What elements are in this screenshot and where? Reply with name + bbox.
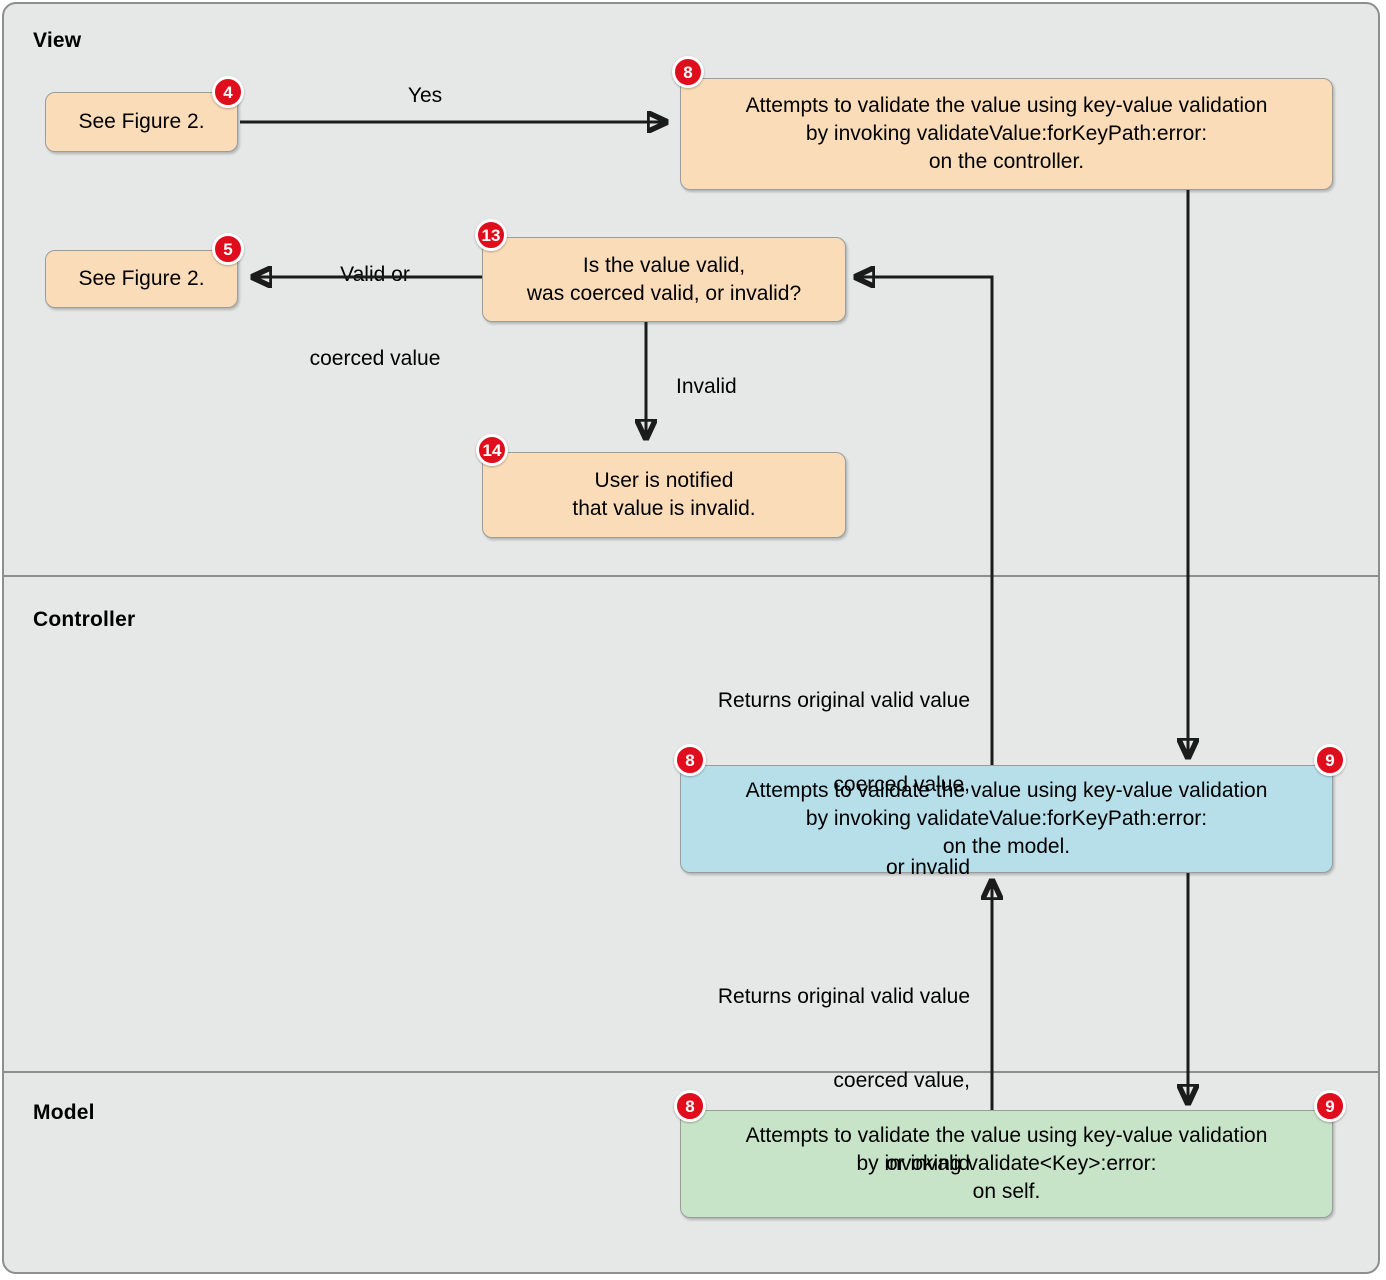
badge-13: 13 [475,219,507,251]
node-controller-validate-line-3: on the model. [942,834,1071,858]
node-controller-validate-line-1: Attempts to validate the value using key… [745,779,1268,803]
edge-label-returns-controller-to-view-line-2: coerced value, [833,772,970,796]
node-model-validate-line-2: by invoking validate<Key>:error: [856,1152,1157,1176]
node-view-validate[interactable]: Attempts to validate the value using key… [680,78,1333,190]
node-is-value-valid[interactable]: Is the value valid, was coerced valid, o… [482,237,846,322]
badge-8-view: 8 [672,56,704,88]
node-see-figure-2-top-line-1: See Figure 2. [78,110,205,134]
node-user-notified[interactable]: User is notified that value is invalid. [482,452,846,538]
node-model-validate-line-1: Attempts to validate the value using key… [745,1124,1268,1148]
node-view-validate-line-2: by invoking validateValue:forKeyPath:err… [805,122,1208,146]
node-see-figure-2-top[interactable]: See Figure 2. [45,92,238,152]
edge-label-returns-model-to-controller-line-1: Returns original valid value [717,984,970,1008]
lane-label-model: Model [33,1101,95,1124]
node-see-figure-2-bottom[interactable]: See Figure 2. [45,250,238,308]
badge-8-model: 8 [674,1090,706,1122]
badge-5: 5 [212,233,244,265]
node-model-validate[interactable]: Attempts to validate the value using key… [680,1110,1333,1218]
edge-label-returns-controller-to-view-line-3: or invalid [885,856,970,880]
badge-4: 4 [212,76,244,108]
node-user-notified-line-1: User is notified [594,469,734,493]
node-is-value-valid-line-1: Is the value valid, [582,253,746,277]
node-controller-validate[interactable]: Attempts to validate the value using key… [680,765,1333,873]
lane-divider-controller-model [2,1071,1380,1073]
node-model-validate-line-3: on self. [972,1179,1041,1203]
node-view-validate-line-3: on the controller. [928,149,1085,173]
node-is-value-valid-line-2: was coerced valid, or invalid? [526,281,802,305]
lane-label-controller: Controller [33,608,136,631]
edge-label-returns-model-to-controller-line-2: coerced value, [833,1068,970,1092]
node-see-figure-2-bottom-line-1: See Figure 2. [78,267,205,291]
edge-label-returns-model-to-controller-line-3: or invalid [885,1152,970,1176]
edge-label-returns-controller-to-view: Returns original valid value coerced val… [640,631,970,938]
edge-label-valid-or-coerced-line-1: Valid or [340,262,410,286]
edge-label-yes: Yes [407,84,443,107]
badge-14: 14 [476,434,508,466]
lane-divider-view-controller [2,575,1380,577]
edge-label-valid-or-coerced: Valid or coerced value [275,205,475,428]
badge-9-controller: 9 [1314,744,1346,776]
edge-label-returns-model-to-controller: Returns original valid value coerced val… [640,927,970,1234]
badge-9-model: 9 [1314,1090,1346,1122]
edge-label-returns-controller-to-view-line-1: Returns original valid value [717,688,970,712]
edge-label-valid-or-coerced-line-2: coerced value [309,346,441,370]
node-view-validate-line-1: Attempts to validate the value using key… [745,94,1268,118]
node-user-notified-line-2: that value is invalid. [572,497,756,520]
badge-8-controller: 8 [674,744,706,776]
lane-label-view: View [33,29,82,52]
node-controller-validate-line-2: by invoking validateValue:forKeyPath:err… [805,807,1208,831]
edge-label-invalid: Invalid [676,375,737,398]
